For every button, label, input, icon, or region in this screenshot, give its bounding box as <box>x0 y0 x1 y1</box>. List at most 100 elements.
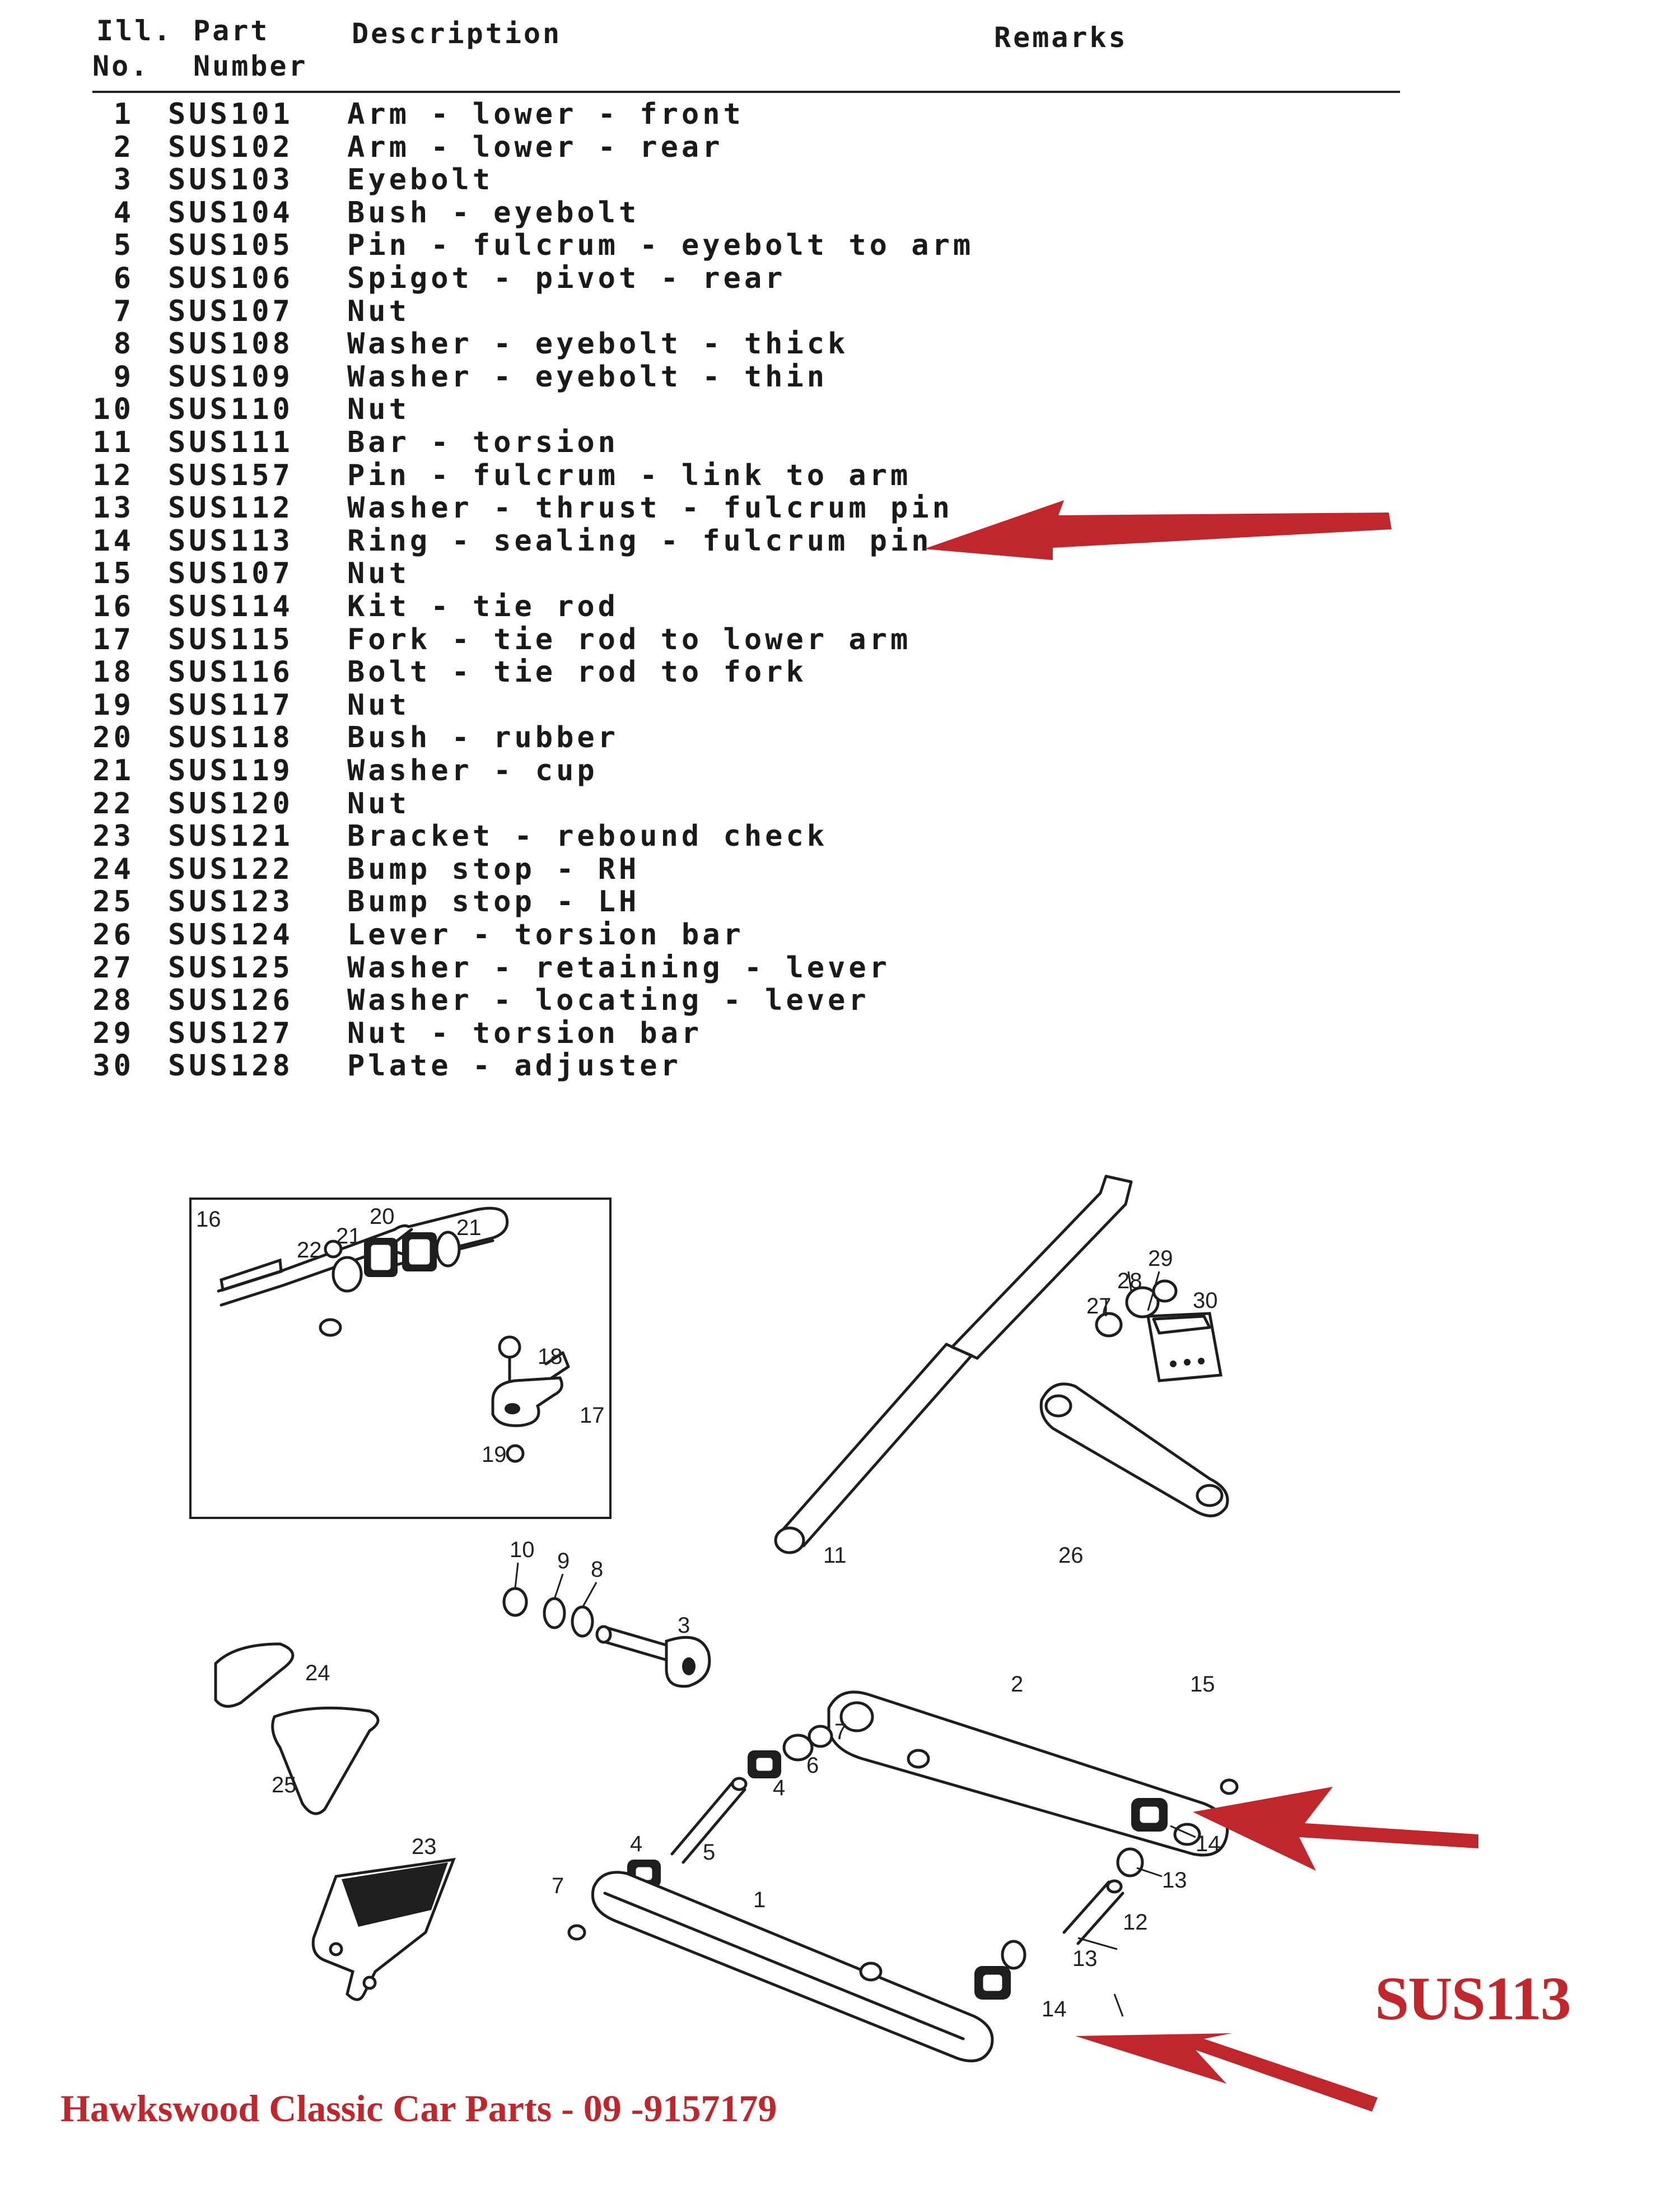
row-part-number: SUS121 <box>168 819 293 854</box>
row-ill-no: 30 <box>92 1049 134 1083</box>
row-part-number: SUS107 <box>168 294 293 328</box>
rebound-check-bracket <box>311 1857 456 2001</box>
callout-24: 24 <box>305 1661 330 1685</box>
callout-30: 30 <box>1193 1288 1218 1313</box>
row-description: Bar - torsion <box>347 426 619 459</box>
row-description: Bracket - rebound check <box>347 819 828 854</box>
row-ill-no: 6 <box>113 262 134 295</box>
row-description: Washer - cup <box>347 754 598 788</box>
callout-1: 1 <box>753 1888 766 1912</box>
row-description: Lever - torsion bar <box>347 918 744 952</box>
row-part-number: SUS115 <box>168 622 293 656</box>
row-part-number: SUS126 <box>168 984 293 1018</box>
callout-28: 28 <box>1117 1269 1142 1293</box>
part-code-highlight: SUS113 <box>1375 1964 1571 2033</box>
row-part-number: SUS102 <box>168 130 293 164</box>
row-part-number: SUS124 <box>168 918 293 952</box>
row-ill-no: 15 <box>92 557 134 591</box>
callout-6: 6 <box>806 1753 819 1778</box>
row-ill-no: 18 <box>92 655 134 689</box>
row-ill-no: 27 <box>92 951 134 985</box>
row-ill-no: 12 <box>92 458 134 492</box>
callout-14b: 14 <box>1042 1997 1067 2021</box>
row-description: Washer - retaining - lever <box>347 951 890 985</box>
callout-8: 8 <box>591 1557 603 1582</box>
row-part-number: SUS120 <box>168 786 293 821</box>
row-ill-no: 23 <box>92 819 134 854</box>
row-ill-no: 16 <box>92 590 134 623</box>
row-description: Bump stop - RH <box>347 852 640 886</box>
row-ill-no: 3 <box>113 163 134 197</box>
row-description: Nut <box>347 294 410 328</box>
row-ill-no: 8 <box>113 327 134 361</box>
callout-27: 27 <box>1086 1294 1112 1319</box>
row-part-number: SUS112 <box>168 491 293 525</box>
row-ill-no: 11 <box>92 426 134 459</box>
row-part-number: SUS157 <box>168 458 293 492</box>
row-description: Fork - tie rod to lower arm <box>347 622 912 656</box>
row-description: Bush - rubber <box>347 721 619 755</box>
callout-25: 25 <box>272 1773 297 1797</box>
table-row: 27 SUS125 Washer - retaining - lever <box>0 952 1400 984</box>
callout-21a: 21 <box>336 1224 361 1248</box>
row-ill-no: 25 <box>92 885 134 919</box>
row-description: Pin - fulcrum - eyebolt to arm <box>347 229 974 263</box>
row-ill-no: 24 <box>92 852 134 886</box>
row-description: Nut <box>347 786 410 821</box>
row-part-number: SUS104 <box>168 195 293 230</box>
row-ill-no: 17 <box>92 622 134 656</box>
fulcrum-pin-12-assembly <box>974 1798 1168 2000</box>
torsion-bar <box>774 1175 1133 1554</box>
row-description: Arm - lower - rear <box>347 130 724 164</box>
callout-9: 9 <box>557 1549 570 1573</box>
callout-19: 19 <box>482 1442 507 1467</box>
header-number: Number <box>193 50 308 82</box>
header-divider <box>92 91 1400 93</box>
header-ill: Ill. <box>96 15 173 47</box>
row-ill-no: 10 <box>92 393 134 427</box>
row-part-number: SUS114 <box>168 590 293 623</box>
row-ill-no: 4 <box>113 195 134 230</box>
callout-14a: 14 <box>1196 1832 1221 1856</box>
leader-lines <box>514 1271 1196 2017</box>
row-ill-no: 13 <box>92 491 134 525</box>
callout-21b: 21 <box>456 1215 482 1240</box>
row-description: Nut <box>347 393 410 427</box>
row-part-number: SUS117 <box>168 688 293 722</box>
row-ill-no: 28 <box>92 984 134 1018</box>
row-part-number: SUS110 <box>168 393 293 427</box>
row-description: Arm - lower - front <box>347 97 744 131</box>
tie-rod-parts <box>217 1206 570 1463</box>
row-ill-no: 7 <box>113 294 134 328</box>
row-part-number: SUS123 <box>168 885 293 919</box>
callout-4b: 4 <box>630 1832 642 1856</box>
bump-stops <box>214 1642 380 1815</box>
row-part-number: SUS116 <box>168 655 293 689</box>
header-no: No. <box>92 50 150 82</box>
exploded-diagram: 16 20 21 21 22 18 17 19 29 28 27 30 11 2… <box>189 1175 1239 2062</box>
row-ill-no: 1 <box>113 97 134 131</box>
row-part-number: SUS113 <box>168 524 293 558</box>
row-part-number: SUS128 <box>168 1049 293 1083</box>
callout-15: 15 <box>1190 1672 1215 1697</box>
row-part-number: SUS108 <box>168 327 293 361</box>
callout-18: 18 <box>538 1344 563 1369</box>
shop-footer: Hawkswood Classic Car Parts - 09 -915717… <box>60 2087 777 2130</box>
callout-16: 16 <box>196 1207 221 1232</box>
row-part-number: SUS125 <box>168 951 293 985</box>
callout-7a: 7 <box>834 1720 847 1744</box>
